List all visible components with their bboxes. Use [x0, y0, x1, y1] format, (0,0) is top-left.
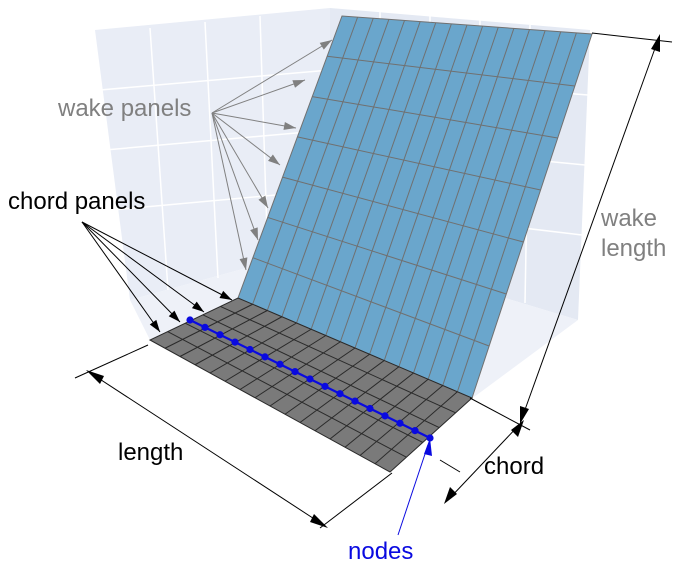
- node-point: [246, 345, 254, 354]
- wake-length-dim-line: [521, 39, 659, 419]
- nodes-pointer-line: [397, 444, 429, 536]
- chord-label: chord: [484, 453, 544, 480]
- chord-chordwise-gridline: [220, 305, 456, 414]
- annotation-arrow-line: [211, 112, 247, 271]
- wake-span-gridline: [369, 25, 484, 355]
- wake-row-gridline: [252, 257, 490, 347]
- annotation-arrowhead: [149, 319, 160, 332]
- wake-span-gridline: [398, 28, 515, 367]
- wake-row-gridline: [282, 176, 524, 243]
- chord-arrowhead-bottom: [444, 487, 457, 504]
- wake-span-gridline: [266, 18, 374, 311]
- chord-span-gridline: [194, 316, 283, 366]
- annotation-arrow-line: [211, 112, 281, 166]
- annotation-arrowhead: [258, 195, 268, 208]
- chord-ext-bottom: [439, 459, 461, 473]
- wake-span-gridline: [281, 19, 390, 317]
- wake-span-gridline: [296, 20, 405, 324]
- annotation-arrowhead: [283, 121, 296, 130]
- length-ext-left: [74, 344, 149, 379]
- length-arrowhead-right: [310, 514, 328, 528]
- wake-span-gridline: [252, 16, 359, 305]
- annotation-arrowhead: [268, 154, 280, 165]
- node-point: [306, 375, 314, 383]
- node-point: [396, 419, 404, 427]
- annotation-arrowhead: [319, 40, 332, 50]
- chord-dim-line: [447, 423, 521, 501]
- wake-length-label-line1: wake: [600, 205, 657, 232]
- node-point: [201, 323, 209, 331]
- node-point: [351, 397, 359, 405]
- wake-length-arrowhead-bottom: [520, 406, 529, 424]
- node-point: [291, 368, 299, 376]
- wake-span-gridline: [383, 27, 499, 361]
- annotation-arrowhead: [292, 80, 305, 88]
- chord-chordwise-gridline: [184, 322, 424, 443]
- wake-span-gridline: [427, 30, 546, 380]
- annotation-arrowhead: [191, 301, 204, 312]
- chord-surface: [148, 297, 473, 473]
- chord-arrowhead-top: [511, 420, 524, 437]
- length-arrowhead-left: [86, 370, 104, 384]
- annotation-arrows: [81, 39, 333, 333]
- length-ext-right: [319, 472, 393, 529]
- annotation-arrow-line: [81, 221, 181, 323]
- annotation-arrow-line: [81, 221, 205, 313]
- node-point: [366, 404, 374, 413]
- nodes-pointer-arrowhead: [424, 438, 432, 456]
- annotation-arrow-line: [211, 39, 333, 114]
- annotation-arrow-line: [211, 112, 269, 209]
- node-point: [381, 412, 389, 420]
- wake-span-gridline: [354, 24, 468, 349]
- wake-span-gridline: [456, 32, 577, 392]
- node-point: [321, 382, 329, 390]
- wake-length-label-line2: length: [601, 235, 666, 262]
- annotation-arrow-line: [211, 112, 259, 241]
- wake-row-gridline: [312, 96, 558, 139]
- wake-panels-label: wake panels: [57, 95, 191, 122]
- annotation-arrowhead: [219, 290, 232, 300]
- wake-span-gridline: [442, 31, 562, 386]
- wake-length-arrowhead-top: [651, 34, 660, 52]
- node-point: [336, 390, 344, 398]
- nodes-label: nodes: [348, 538, 413, 565]
- annotation-arrowhead: [239, 257, 248, 270]
- annotation-arrow-line: [81, 221, 161, 333]
- wake-span-gridline: [413, 29, 530, 374]
- node-point: [261, 353, 269, 361]
- wake-span-gridline: [325, 22, 437, 336]
- wake-span-gridline: [310, 21, 421, 330]
- length-dim-line: [91, 373, 323, 525]
- node-point: [186, 316, 194, 324]
- annotation-arrow-line: [81, 221, 233, 301]
- chord-chordwise-gridline: [167, 331, 407, 458]
- annotation-arrow-line: [211, 79, 306, 114]
- chord-span-gridline: [164, 303, 253, 349]
- wake-surface: [237, 15, 593, 399]
- wake-row-gridline: [267, 216, 507, 295]
- node-point: [276, 360, 284, 368]
- node-points: [186, 316, 434, 442]
- wake-row-gridline: [297, 136, 541, 191]
- annotation-arrowhead: [250, 227, 258, 240]
- length-label: length: [118, 439, 183, 466]
- chord-span-gridline: [179, 310, 268, 357]
- node-point: [216, 331, 224, 339]
- chord-panels-label: chord panels: [8, 188, 145, 215]
- node-point: [411, 427, 419, 435]
- dimension-arrowheads: [86, 34, 660, 528]
- annotation-arrow-line: [211, 112, 297, 129]
- node-point: [231, 338, 239, 346]
- chord-chordwise-gridline: [202, 314, 440, 429]
- wake-span-gridline: [339, 23, 452, 342]
- annotation-arrowhead: [168, 310, 180, 322]
- wake-row-gridline: [327, 55, 575, 87]
